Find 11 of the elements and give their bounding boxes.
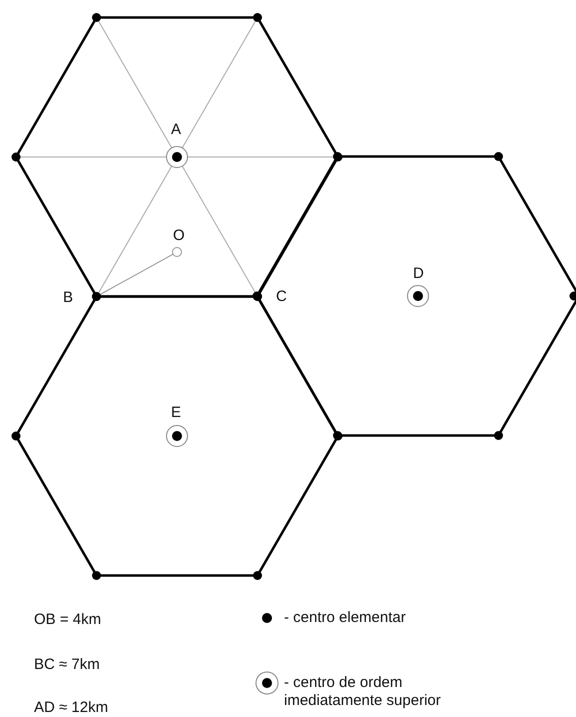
measurement-text: AD ≈ 12km <box>34 699 108 717</box>
point-label: A <box>171 121 182 139</box>
measurement-text: BC ≈ 7km <box>34 656 100 674</box>
point-label: E <box>171 404 182 422</box>
point-label: B <box>63 289 74 307</box>
point-label: C <box>276 288 287 306</box>
legend-text: - centro elementar <box>284 609 406 627</box>
point-label: O <box>173 227 185 245</box>
point-label: D <box>413 265 424 283</box>
measurement-text: OB = 4km <box>34 611 102 629</box>
legend-text: - centro de ordem imediatamente superior <box>284 674 442 710</box>
